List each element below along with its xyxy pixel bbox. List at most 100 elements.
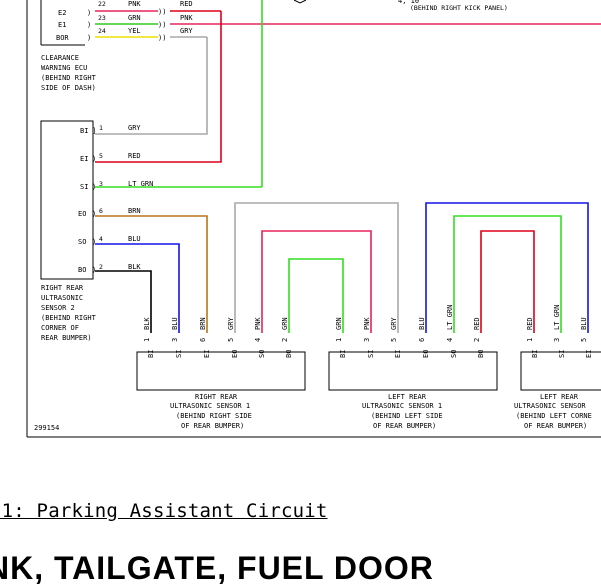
ls2-color: LT GRN <box>553 305 561 330</box>
rs1-pin: EI <box>203 350 211 358</box>
pin-num-22: 22 <box>98 0 106 8</box>
s2-label-line: SENSOR 2 <box>41 304 75 312</box>
rs1-pin: EO <box>231 350 239 358</box>
s2-pin-BO: BO <box>78 266 86 274</box>
bracket: ) <box>92 210 96 218</box>
ecu-label-line: CLEARANCE <box>41 54 79 62</box>
wire-red-loop <box>480 230 535 333</box>
ls1-num: 4 <box>446 338 454 342</box>
wire-ltgrn-loop <box>453 215 562 333</box>
ls1-label-line: OF REAR BUMPER) <box>373 422 436 430</box>
pin-E1: E1 <box>58 21 66 29</box>
ls1-num: 1 <box>335 338 343 342</box>
ls2-label-line: ULTRASONIC SENSOR <box>514 402 586 410</box>
wire-color-GRN: GRN <box>128 14 141 22</box>
ls1-num: 2 <box>473 338 481 342</box>
pin-E2: E2 <box>58 9 66 17</box>
rs1-label-line: RIGHT REAR <box>195 393 238 401</box>
s2-pin-EO: EO <box>78 210 86 218</box>
wire-blu-s2 <box>95 243 180 333</box>
ecu-label-line: WARNING ECU <box>41 64 87 72</box>
s2-pin-BI: BI <box>80 127 88 135</box>
rs1-pin: BO <box>285 350 293 358</box>
ls2-num: 5 <box>580 338 588 342</box>
ls2-pin: EI <box>585 350 593 358</box>
rs1-num: 1 <box>143 338 151 342</box>
rs1-color: BRN <box>199 317 207 330</box>
rs1-pin: BI <box>147 350 155 358</box>
wire-pnk-loop <box>261 230 372 333</box>
rs1-label-line: OF REAR BUMPER) <box>181 422 244 430</box>
ecu-label-line: SIDE OF DASH) <box>41 84 96 92</box>
wire-gry-loop <box>234 202 399 333</box>
left-sensor2-box <box>520 351 601 391</box>
inline-connector: )) <box>158 21 166 29</box>
ls1-label-line: ULTRASONIC SENSOR 1 <box>362 402 442 410</box>
pin-BOR: BOR <box>56 34 69 42</box>
bracket: ) <box>92 266 96 274</box>
figure-caption: 71: Parking Assistant Circuit <box>0 500 328 522</box>
s2-num: 6 <box>99 207 103 215</box>
left-sensor1-box <box>328 351 498 391</box>
ls1-color: RED <box>473 317 481 330</box>
bracket: ) <box>92 238 96 246</box>
ls1-label-line: (BEHIND LEFT SIDE <box>371 412 443 420</box>
ls1-color: GRN <box>335 317 343 330</box>
mate-color-RED: RED <box>180 0 193 8</box>
s2-label-line: CORNER OF <box>41 324 79 332</box>
s2-color: LT GRN <box>128 180 153 188</box>
pin-num-23: 23 <box>98 14 106 22</box>
rs1-pin: SI <box>175 350 183 358</box>
s2-pin-EI: EI <box>80 155 88 163</box>
wire-gry-s2 <box>95 37 208 135</box>
rs1-color: PNK <box>254 317 262 330</box>
pin-num-24: 24 <box>98 27 106 35</box>
s2-color: RED <box>128 152 141 160</box>
bracket: ) <box>92 183 96 191</box>
ls1-pin: EO <box>422 350 430 358</box>
ls1-pin: SI <box>367 350 375 358</box>
ls2-color: RED <box>526 317 534 330</box>
ls1-label-line: LEFT REAR <box>388 393 427 401</box>
s2-num: 5 <box>99 152 103 160</box>
s2-pin-SI: SI <box>80 183 88 191</box>
rs1-num: 5 <box>227 338 235 342</box>
bracket: ) <box>87 21 91 29</box>
s2-num: 2 <box>99 263 103 271</box>
sensor2-box <box>40 120 94 280</box>
rs1-label-line: ULTRASONIC SENSOR 1 <box>170 402 250 410</box>
wire-color-YEL: YEL <box>128 27 141 35</box>
wiring-diagram: E2 E1 BOR ) ) ) 22 23 24 PNK GRN YEL RED… <box>26 0 601 438</box>
bracket: ) <box>87 9 91 17</box>
wire-blk-s2 <box>95 270 152 333</box>
ls2-num: 3 <box>553 338 561 342</box>
ls2-label-line: OF REAR BUMPER) <box>524 422 587 430</box>
right-sensor1-wire-labels: 1 BLK 3 BLU 6 BRN 5 GRY 4 PNK 2 GRN <box>143 317 289 342</box>
ls1-pin: SO <box>450 350 458 358</box>
ls1-color: PNK <box>363 317 371 330</box>
mate-color-GRY: GRY <box>180 27 193 35</box>
wire-grn-loop <box>288 258 344 333</box>
left-sensor1-pins: BI SI EI EO SO BO <box>339 350 485 358</box>
top-arrow <box>293 0 307 4</box>
wire-red-s2 <box>95 11 222 163</box>
rs1-num: 2 <box>281 338 289 342</box>
s2-label-line: REAR BUMPER) <box>41 334 92 342</box>
ls1-color: GRY <box>390 317 398 330</box>
inline-connector: )) <box>158 8 166 16</box>
rs1-color: BLU <box>171 317 179 330</box>
ls1-pin: BO <box>477 350 485 358</box>
rs1-label-line: (BEHIND RIGHT SIDE <box>176 412 252 420</box>
right-sensor1-box <box>136 351 306 391</box>
ls2-label-line: LEFT REAR <box>540 393 579 401</box>
s2-color: BLU <box>128 235 141 243</box>
left-sensor2-wire-labels: 1 RED 3 LT GRN 5 BLU <box>526 305 588 342</box>
figure-id: 299154 <box>34 424 59 432</box>
rs1-num: 4 <box>254 338 262 342</box>
rs1-num: 6 <box>199 338 207 342</box>
s2-num: 4 <box>99 235 103 243</box>
ecu-label-line: (BEHIND RIGHT <box>41 74 97 82</box>
left-sensor2-pins: BI SI EI <box>531 350 593 358</box>
wire-brn-s2 <box>95 215 208 333</box>
sensor2-pins: BI EI SI EO SO BO ] ) ) ) ) ) 1 5 3 6 4 … <box>78 124 153 274</box>
